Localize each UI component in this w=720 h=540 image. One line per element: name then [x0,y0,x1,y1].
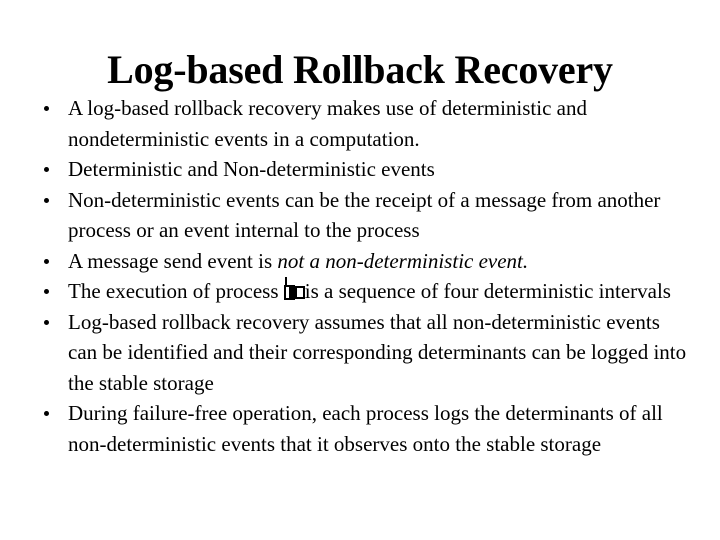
list-item: Log-based rollback recovery assumes that… [28,307,693,399]
bullet-item-text-7: During failure-free operation, each proc… [68,401,663,456]
bullet-item-text-6: Log-based rollback recovery assumes that… [68,309,687,395]
bullet-item-text-5-suffix: is a sequence of four deterministic inte… [304,279,671,303]
list-item: A message send event is not a non-determ… [28,246,693,277]
slide-title: Log-based Rollback Recovery [107,47,613,92]
bullet-item-text-4-emphasis: not a non-deterministic event. [277,248,529,273]
list-item: During failure-free operation, each proc… [28,398,693,459]
bullet-item-text-4-prefix: A message send event is [68,248,278,273]
list-item: Non-deterministic events can be the rece… [28,185,693,246]
bullet-item-text-1: A log-based rollback recovery makes use … [68,96,587,151]
list-item: A log-based rollback recovery makes use … [28,93,693,154]
bullet-list: A log-based rollback recovery makes use … [28,93,693,459]
list-item: The execution of process is a sequence o… [28,276,693,307]
bullet-item-text-2: Deterministic and Non-deterministic even… [68,157,435,181]
list-item: Deterministic and Non-deterministic even… [28,154,693,185]
bullet-item-text-5-prefix: The execution of process [68,279,284,303]
bullet-item-text-3: Non-deterministic events can be the rece… [68,187,661,243]
missing-glyph-icon [283,276,305,307]
